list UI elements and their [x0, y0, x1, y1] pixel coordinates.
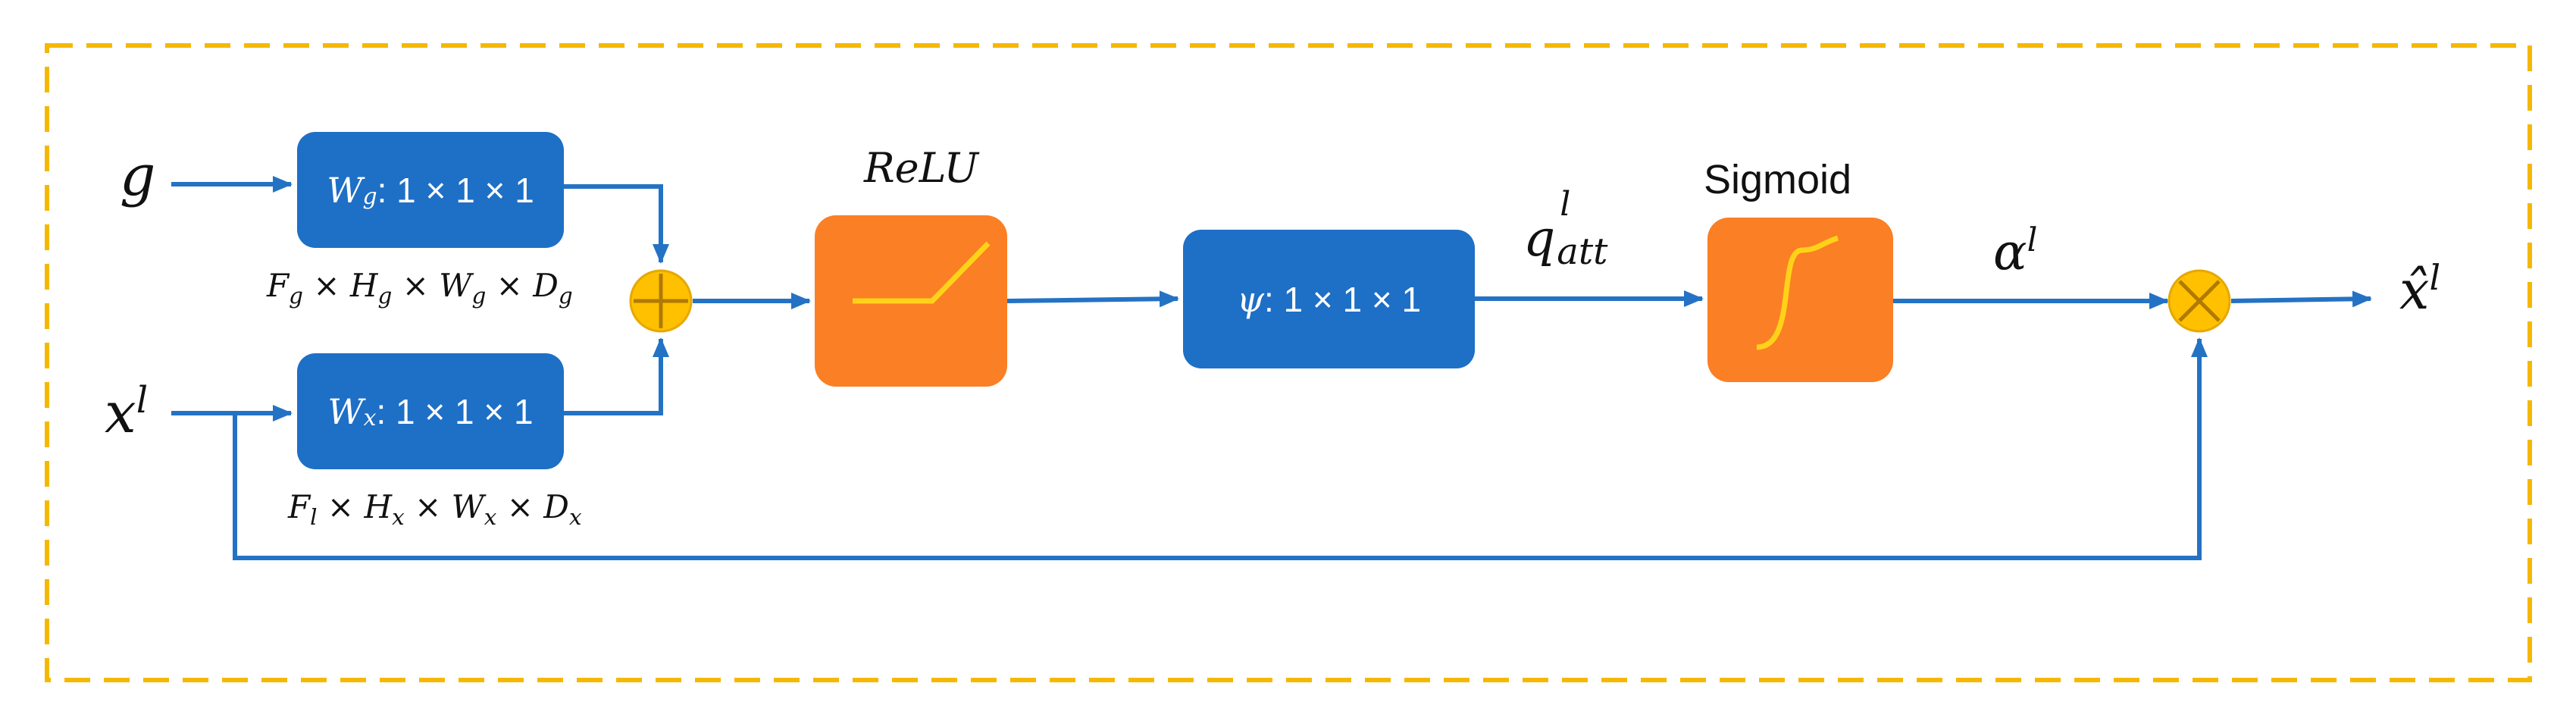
g-dimensions-label: Fg × Hg × Wg × Dg: [267, 267, 573, 309]
x-dimensions-label: Fl × Hx × Wx × Dx: [288, 488, 582, 530]
sigmoid-curve: [1756, 235, 1839, 350]
multiply-junction: [2168, 269, 2231, 333]
arrow-multiply-to-output: [2230, 290, 2372, 308]
relu-title: ReLU: [864, 144, 979, 192]
output-label: x̂l: [2399, 257, 2441, 321]
wg-block: [297, 132, 564, 248]
sigmoid-block: [1707, 218, 1893, 382]
arrow-wx-to-add: [564, 337, 669, 415]
alpha-label: αl: [1993, 221, 2038, 281]
psi-block: [1183, 230, 1475, 368]
input-x-label: xl: [105, 378, 149, 446]
relu-curve: [853, 241, 991, 304]
skip-connection-x-to-multiply: [233, 337, 2208, 560]
sigmoid-title: Sigmoid: [1704, 157, 1852, 202]
arrow-relu-to-psi: [1006, 290, 1179, 308]
add-junction: [629, 269, 693, 333]
wx-block: [297, 353, 564, 469]
arrow-wg-to-add: [564, 184, 669, 264]
psi-block-label: ψ: 1 × 1 × 1: [1236, 278, 1422, 320]
input-g-label: g: [120, 143, 156, 208]
dashed-frame: [45, 43, 2532, 682]
